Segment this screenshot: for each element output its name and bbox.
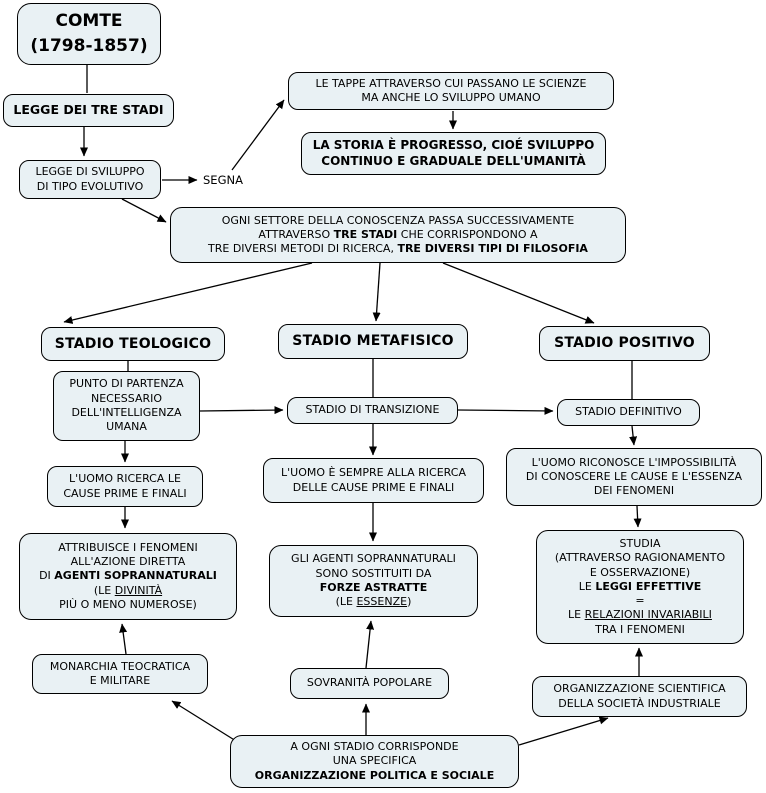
node-text: LE TAPPE ATTRAVERSO CUI PASSANO LE SCIEN… bbox=[315, 76, 587, 90]
node-text: DI AGENTI SOPRANNATURALI bbox=[39, 569, 217, 583]
node-text: PUNTO DI PARTENZA bbox=[69, 377, 184, 391]
node-text: COMTE bbox=[55, 11, 123, 32]
node-text: E MILITARE bbox=[89, 674, 151, 687]
node-a-ogni-stadio: A OGNI STADIO CORRISPONDE UNA SPECIFICA … bbox=[230, 735, 519, 788]
node-gli-agenti: GLI AGENTI SOPRANNATURALI SONO SOSTITUIT… bbox=[269, 545, 478, 617]
node-text: LE RELAZIONI INVARIABILI bbox=[568, 608, 712, 622]
node-text: (1798-1857) bbox=[30, 36, 148, 56]
node-ogni-settore: OGNI SETTORE DELLA CONOSCENZA PASSA SUCC… bbox=[170, 207, 626, 263]
node-text: L'UOMO RICONOSCE L'IMPOSSIBILITÀ bbox=[531, 455, 737, 469]
node-stadio-teologico: STADIO TEOLOGICO bbox=[41, 327, 225, 361]
arrow-ognisettore-stadioteologico bbox=[63, 262, 313, 324]
node-text: NECESSARIO bbox=[90, 391, 163, 405]
node-text: E OSSERVAZIONE) bbox=[589, 565, 691, 579]
node-text: ATTRAVERSO TRE STADI CHE CORRISPONDONO A bbox=[258, 227, 538, 241]
node-legge-di-sviluppo: LEGGE DI SVILUPPO DI TIPO EVOLUTIVO bbox=[19, 160, 161, 199]
node-text: CAUSE PRIME E FINALI bbox=[63, 486, 187, 500]
node-text: DELLE CAUSE PRIME E FINALI bbox=[292, 480, 455, 494]
node-text: L'UOMO È SEMPRE ALLA RICERCA bbox=[281, 466, 466, 480]
node-uomo-ricerca: L'UOMO RICERCA LE CAUSE PRIME E FINALI bbox=[47, 466, 203, 507]
node-le-tappe: LE TAPPE ATTRAVERSO CUI PASSANO LE SCIEN… bbox=[288, 72, 614, 110]
arrow-definitivo-uomoriconosce bbox=[629, 425, 638, 446]
node-attribuisce: ATTRIBUISCE I FENOMENI ALL'AZIONE DIRETT… bbox=[19, 533, 237, 620]
node-text: A OGNI STADIO CORRISPONDE bbox=[290, 740, 459, 754]
node-sovranita-popolare: SOVRANITÀ POPOLARE bbox=[290, 668, 449, 699]
arrow-ognisettore-stadiometafisico bbox=[372, 262, 381, 322]
node-text: STADIO METAFISICO bbox=[292, 333, 454, 350]
arrow-punto-transizione bbox=[199, 406, 284, 415]
node-text: DI TIPO EVOLUTIVO bbox=[36, 179, 144, 193]
node-comte: COMTE (1798-1857) bbox=[17, 3, 161, 65]
node-uomo-sempre: L'UOMO È SEMPRE ALLA RICERCA DELLE CAUSE… bbox=[263, 458, 484, 503]
node-text: OGNI SETTORE DELLA CONOSCENZA PASSA SUCC… bbox=[221, 213, 575, 227]
node-text: CONTINUO E GRADUALE DELL'UMANITÀ bbox=[321, 153, 586, 168]
node-text: LEGGE DEI TRE STADI bbox=[13, 102, 164, 118]
node-text: SONO SOSTITUITI DA bbox=[315, 566, 432, 580]
node-text: MONARCHIA TEOCRATICA bbox=[49, 659, 191, 673]
node-stadio-di-transizione: STADIO DI TRANSIZIONE bbox=[287, 397, 458, 424]
node-text: (LE ESSENZE) bbox=[335, 595, 412, 609]
node-stadio-metafisico: STADIO METAFISICO bbox=[278, 324, 468, 359]
node-text: STADIO DI TRANSIZIONE bbox=[305, 403, 440, 417]
node-stadio-positivo: STADIO POSITIVO bbox=[539, 326, 710, 361]
node-monarchia: MONARCHIA TEOCRATICA E MILITARE bbox=[32, 654, 208, 694]
node-text: STADIO POSITIVO bbox=[554, 335, 695, 352]
node-text: ORGANIZZAZIONE SCIENTIFICA bbox=[553, 682, 726, 696]
arrow-monarchia-attribuisce bbox=[119, 623, 128, 655]
node-text: PIÙ O MENO NUMEROSE) bbox=[59, 597, 197, 611]
arrow-aognistadio-orgscientifica bbox=[518, 716, 609, 746]
node-text: ORGANIZZAZIONE POLITICA E SOCIALE bbox=[254, 768, 495, 782]
node-text: STADIO TEOLOGICO bbox=[54, 335, 212, 352]
node-text: STUDIA bbox=[619, 536, 661, 550]
node-text: = bbox=[635, 594, 645, 608]
node-text: SOVRANITÀ POPOLARE bbox=[306, 676, 433, 690]
node-organizzazione-scientifica: ORGANIZZAZIONE SCIENTIFICA DELLA SOCIETÀ… bbox=[532, 676, 747, 717]
segna-label: SEGNA bbox=[203, 173, 243, 187]
node-text: DI CONOSCERE LE CAUSE E L'ESSENZA bbox=[525, 469, 743, 483]
node-la-storia: LA STORIA È PROGRESSO, CIOÉ SVILUPPO CON… bbox=[301, 132, 606, 175]
node-text: DEI FENOMENI bbox=[593, 484, 675, 498]
node-text: STADIO DEFINITIVO bbox=[575, 405, 682, 419]
node-stadio-definitivo: STADIO DEFINITIVO bbox=[557, 399, 700, 426]
arrow-sovranita-gliagenti bbox=[365, 620, 375, 669]
node-text: LEGGE DI SVILUPPO bbox=[35, 165, 145, 179]
node-text: DELL'INTELLIGENZA bbox=[71, 406, 182, 419]
node-text: UNA SPECIFICA bbox=[332, 754, 417, 768]
arrow-transizione-definitivo bbox=[457, 406, 554, 415]
arrow-uomoriconosce-studia bbox=[633, 505, 642, 528]
node-text: (ATTRAVERSO RAGIONAMENTO bbox=[554, 551, 726, 565]
node-studia: STUDIA (ATTRAVERSO RAGIONAMENTO E OSSERV… bbox=[536, 530, 744, 644]
arrow-leggesviluppo-ognisettore bbox=[121, 198, 167, 223]
arrow-ognisettore-stadiopositivo bbox=[442, 262, 595, 324]
arrow-segna-letappe bbox=[231, 99, 285, 171]
node-text: DELLA SOCIETÀ INDUSTRIALE bbox=[558, 696, 721, 710]
node-text: UMANA bbox=[106, 420, 147, 434]
node-text: FORZE ASTRATTE bbox=[319, 581, 428, 594]
node-punto-di-partenza: PUNTO DI PARTENZA NECESSARIO DELL'INTELL… bbox=[53, 371, 200, 441]
node-uomo-riconosce: L'UOMO RICONOSCE L'IMPOSSIBILITÀ DI CONO… bbox=[506, 448, 762, 506]
node-text: LE LEGGI EFFETTIVE bbox=[578, 579, 702, 593]
node-text: ATTRIBUISCE I FENOMENI bbox=[58, 540, 198, 554]
node-legge-dei-tre-stadi: LEGGE DEI TRE STADI bbox=[3, 94, 174, 127]
node-text: L'UOMO RICERCA LE bbox=[69, 472, 181, 486]
node-text: (LE DIVINITÀ bbox=[93, 583, 163, 597]
node-text: ALL'AZIONE DIRETTA bbox=[70, 555, 186, 569]
node-text: LA STORIA È PROGRESSO, CIOÉ SVILUPPO bbox=[312, 137, 595, 152]
node-text: TRE DIVERSI METODI DI RICERCA, TRE DIVER… bbox=[208, 242, 588, 256]
node-text: MA ANCHE LO SVILUPPO UMANO bbox=[361, 91, 541, 104]
node-text: GLI AGENTI SOPRANNATURALI bbox=[291, 552, 456, 566]
node-text: TRA I FENOMENI bbox=[595, 622, 685, 636]
